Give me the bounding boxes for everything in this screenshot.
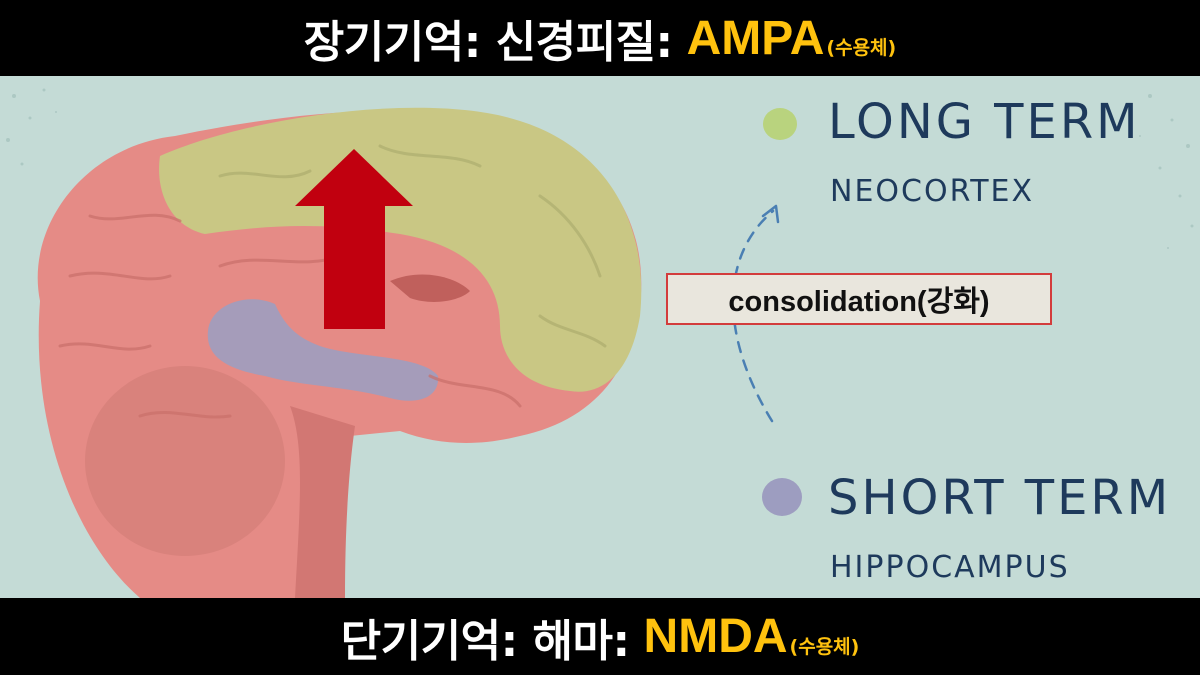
hippocampus-region — [207, 299, 439, 401]
long-term-label: LONG TERM — [828, 94, 1141, 150]
hippocampus-label: HIPPOCAMPUS — [830, 550, 1070, 585]
dashed-curve-arrow — [731, 204, 780, 423]
brain-illustration — [37, 107, 642, 598]
long-term-dot — [763, 108, 797, 140]
consolidation-label-box: consolidation(강화) — [666, 273, 1052, 325]
background-speckles — [6, 88, 1194, 249]
neocortex-label: NEOCORTEX — [830, 174, 1035, 209]
bottom-caption-suffix: (수용체) — [789, 636, 860, 658]
up-arrow — [295, 149, 413, 329]
bottom-caption-bar: 단기기억: 해마: NMDA (수용체) — [0, 598, 1200, 675]
neocortex-region — [159, 107, 642, 392]
short-term-label: SHORT TERM — [828, 470, 1172, 526]
top-caption-suffix: (수용체) — [826, 37, 897, 59]
short-term-dot — [762, 478, 802, 516]
top-caption-text: 장기기억: 신경피질: — [303, 17, 673, 68]
cerebellum-shape — [85, 366, 285, 556]
brainstem-shape — [290, 406, 355, 598]
top-caption-highlight: AMPA — [686, 11, 825, 65]
top-caption-bar: 장기기억: 신경피질: AMPA (수용체) — [0, 0, 1200, 76]
ventricle-shape — [390, 274, 470, 302]
bottom-caption-text: 단기기억: 해마: — [340, 615, 630, 667]
consolidation-label: consolidation(강화) — [728, 286, 990, 318]
bottom-caption-highlight: NMDA — [643, 610, 788, 663]
illustration-stage: LONG TERM NEOCORTEX consolidation(강화) SH… — [0, 76, 1200, 598]
